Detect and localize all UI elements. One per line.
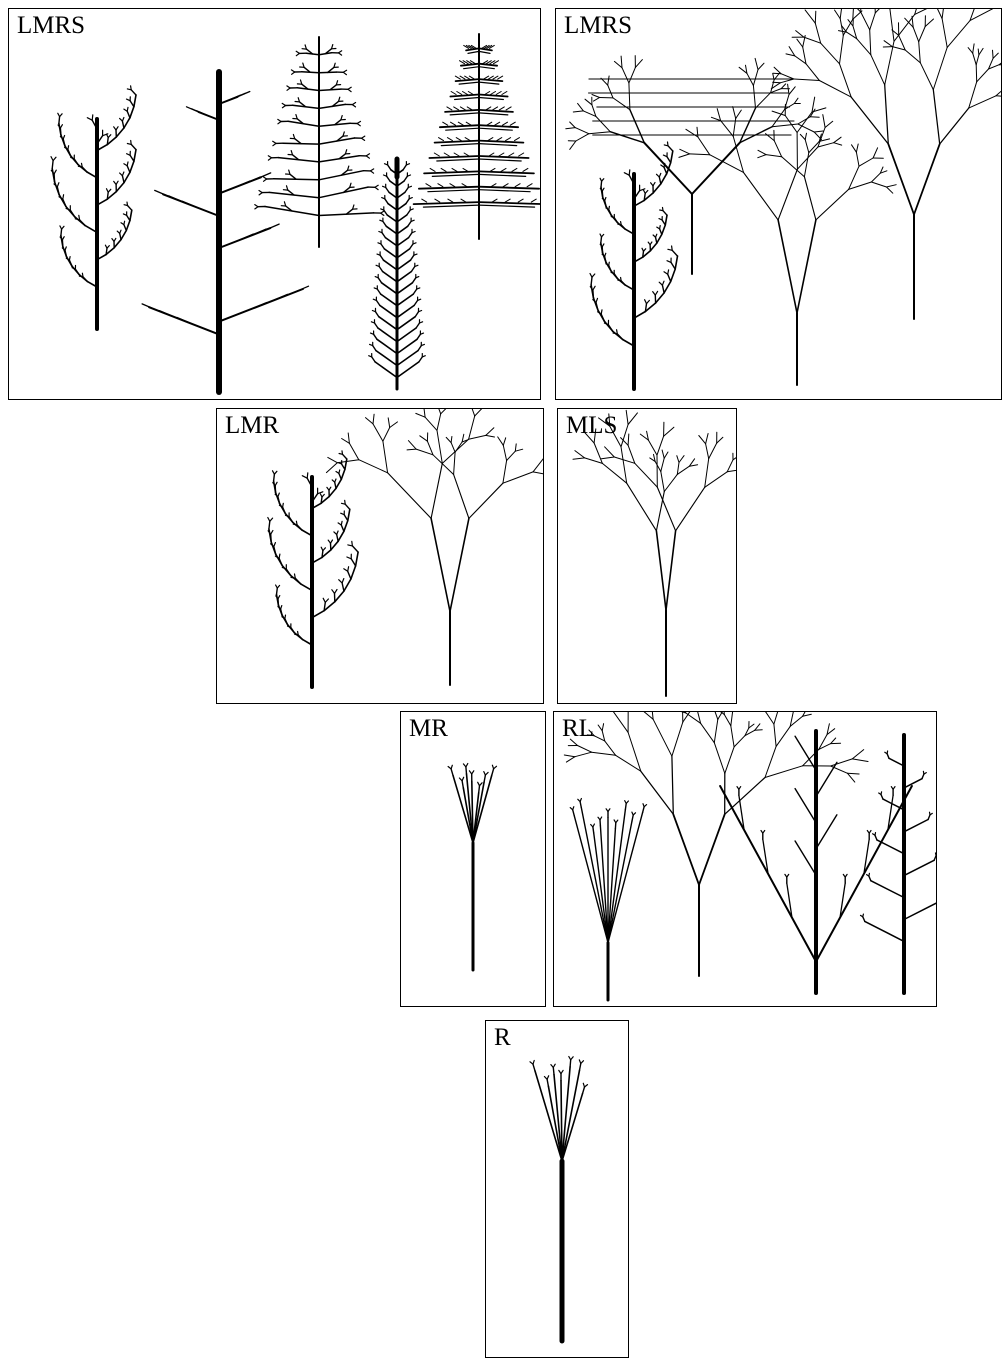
panel-label: MR <box>409 716 448 741</box>
tree-broom <box>570 799 646 1001</box>
tree-drawing-r <box>486 1021 628 1357</box>
tree-drawing-lmrs-2 <box>556 9 1001 399</box>
tree-drawing-mls <box>558 409 736 703</box>
tree-curly <box>590 142 678 389</box>
panel-lmr: LMR <box>216 408 544 704</box>
tree-narrowfork <box>573 410 736 696</box>
tree-drawing-lmr <box>217 409 543 703</box>
panel-mls: MLS <box>557 408 737 704</box>
tree-tuft <box>448 764 496 971</box>
panel-label: RL <box>562 716 594 741</box>
panel-mr: MR <box>400 711 546 1007</box>
tree-dense <box>369 159 426 389</box>
tree-conifer <box>255 37 384 247</box>
panel-lmrs-2: LMRS <box>555 8 1002 400</box>
panel-label: LMRS <box>564 13 632 38</box>
tree-fan <box>720 731 912 993</box>
panel-label: R <box>494 1025 511 1050</box>
tree-drawing-lmrs-1 <box>9 9 540 399</box>
tree-drawing-rl <box>554 712 936 1006</box>
tree-sparse <box>142 72 308 392</box>
tree-drawing-mr <box>401 712 545 1006</box>
panel-lmrs-1: LMRS <box>8 8 541 400</box>
tree-tuft <box>530 1057 588 1342</box>
panel-rl: RL <box>553 711 937 1007</box>
panel-label: LMR <box>225 413 279 438</box>
panel-label: MLS <box>566 413 617 438</box>
tree-curly <box>268 451 358 687</box>
tree-curly <box>51 86 136 329</box>
tree-layered <box>414 34 540 239</box>
tree-forked <box>679 97 896 385</box>
tree-forked <box>326 409 543 685</box>
tree-spreading <box>566 56 823 274</box>
tree-herring <box>861 735 937 993</box>
panel-r: R <box>485 1020 629 1358</box>
panel-label: LMRS <box>17 13 85 38</box>
